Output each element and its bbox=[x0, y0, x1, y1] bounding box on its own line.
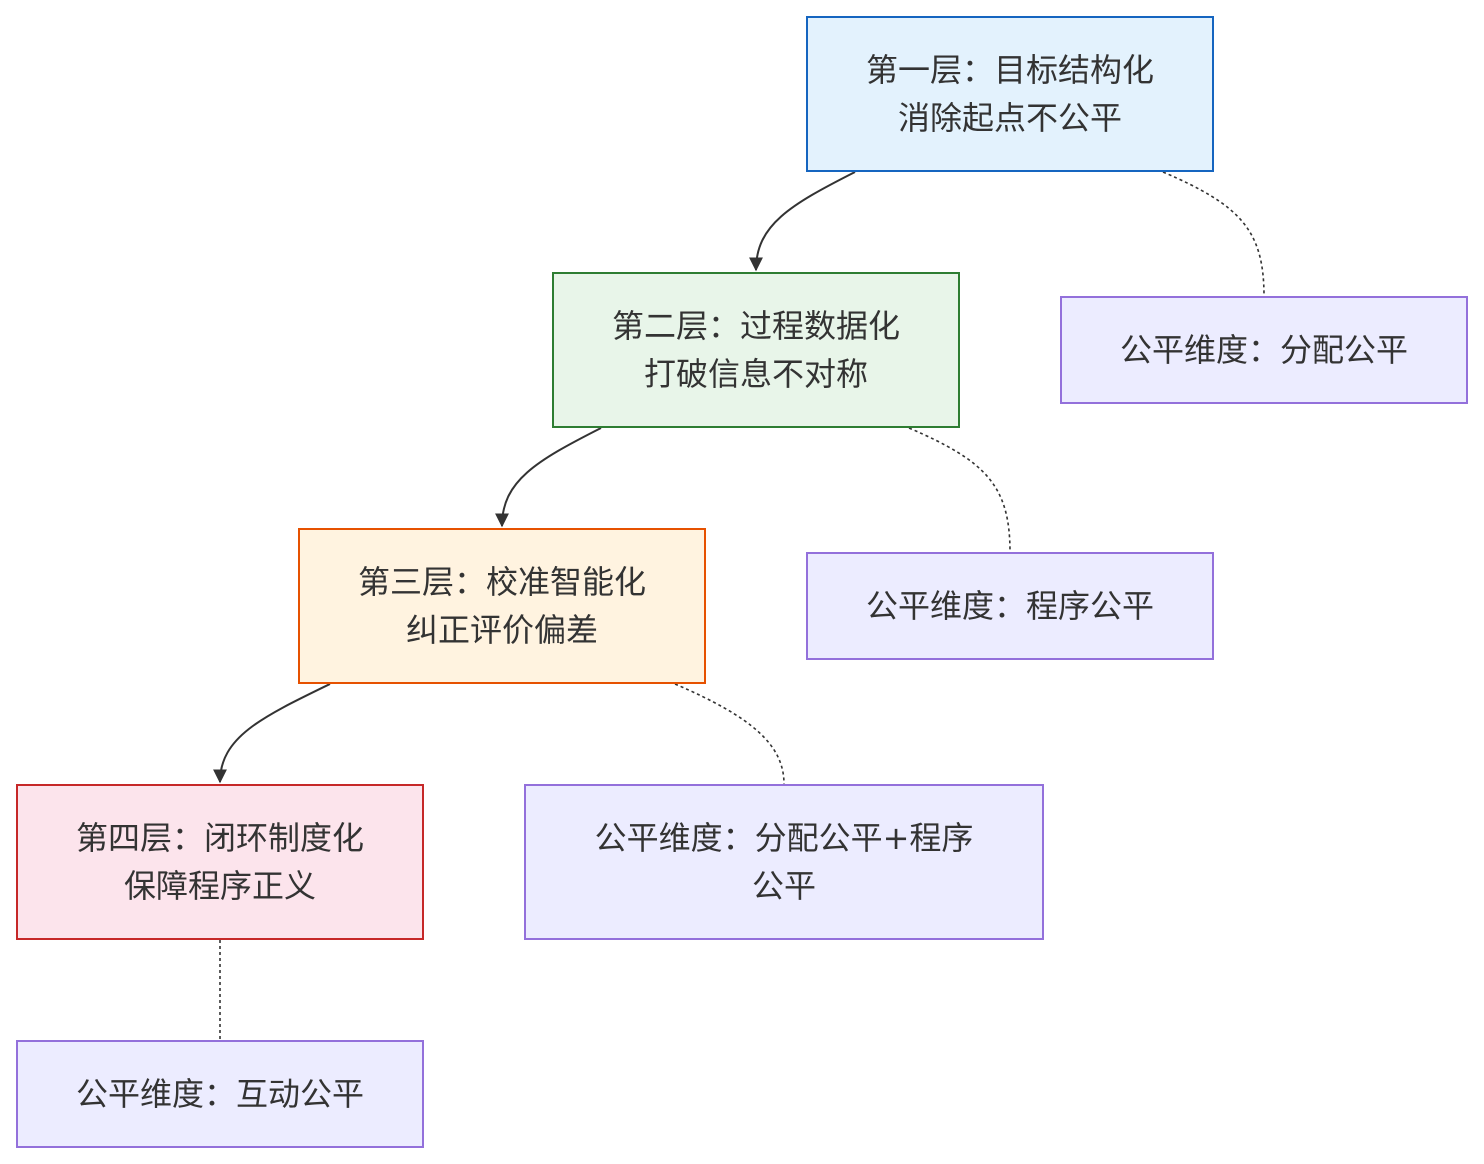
edge-layer2-to-layer3 bbox=[495, 427, 602, 528]
edge-layer1-to-layer2 bbox=[749, 171, 856, 272]
layer-2-box: 第二层：过程数据化 打破信息不对称 bbox=[552, 272, 960, 428]
layer-3-box: 第三层：校准智能化 纠正评价偏差 bbox=[298, 528, 706, 684]
layer-3-title: 第三层：校准智能化 bbox=[357, 563, 646, 601]
layer-3-subtitle: 纠正评价偏差 bbox=[405, 611, 598, 649]
dimension-1-box: 公平维度：分配公平 bbox=[1060, 296, 1468, 404]
dimension-3-label-cont: 公平 bbox=[751, 867, 816, 905]
edge-layer3-to-layer4 bbox=[213, 683, 331, 784]
layer-4-subtitle: 保障程序正义 bbox=[123, 867, 316, 905]
edge-layer2-to-dim2 bbox=[908, 427, 1011, 553]
layer-4-box: 第四层：闭环制度化 保障程序正义 bbox=[16, 784, 424, 940]
dimension-2-label: 公平维度：程序公平 bbox=[865, 587, 1154, 625]
edge-layer3-to-dim3 bbox=[674, 683, 785, 785]
layer-4-title: 第四层：闭环制度化 bbox=[75, 819, 364, 857]
dimension-4-label: 公平维度：互动公平 bbox=[75, 1075, 364, 1113]
dimension-4-box: 公平维度：互动公平 bbox=[16, 1040, 424, 1148]
dimension-3-label: 公平维度：分配公平+程序 bbox=[594, 819, 974, 857]
layer-1-box: 第一层：目标结构化 消除起点不公平 bbox=[806, 16, 1214, 172]
layer-2-subtitle: 打破信息不对称 bbox=[643, 355, 868, 393]
layer-2-title: 第二层：过程数据化 bbox=[611, 307, 900, 345]
layer-1-subtitle: 消除起点不公平 bbox=[897, 99, 1122, 137]
dimension-3-box: 公平维度：分配公平+程序 公平 bbox=[524, 784, 1044, 940]
dimension-2-box: 公平维度：程序公平 bbox=[806, 552, 1214, 660]
layer-1-title: 第一层：目标结构化 bbox=[865, 51, 1154, 89]
edge-layer1-to-dim1 bbox=[1162, 171, 1265, 297]
dimension-1-label: 公平维度：分配公平 bbox=[1119, 331, 1408, 369]
